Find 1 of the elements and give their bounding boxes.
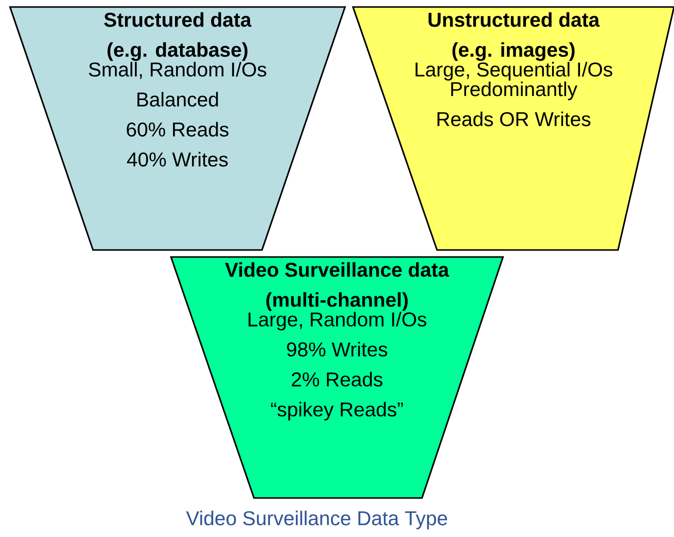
caption: Video Surveillance Data Type xyxy=(186,510,448,530)
